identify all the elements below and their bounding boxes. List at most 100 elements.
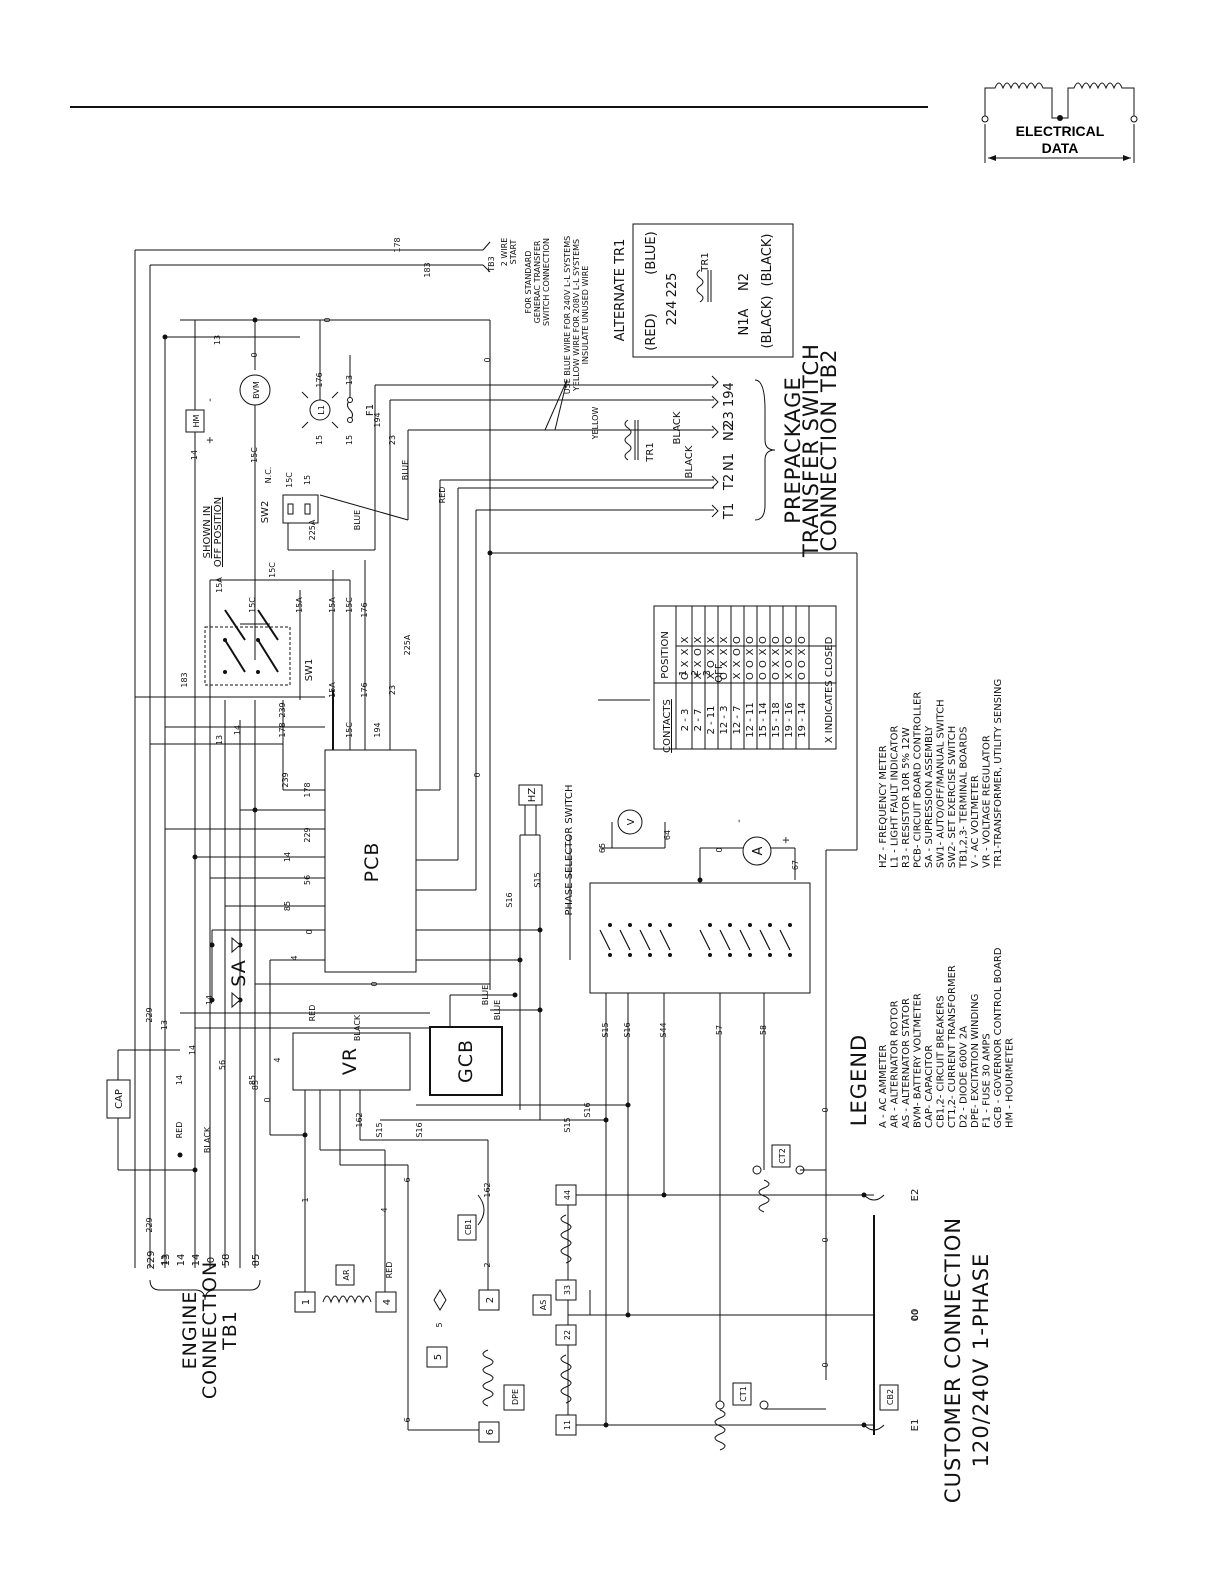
as-coil-icon-1 xyxy=(560,1214,572,1264)
wire-number-label: S15 xyxy=(563,1117,572,1132)
engine-line1: ENGINE xyxy=(179,1291,201,1370)
capacitor: CAP xyxy=(106,1049,195,1171)
legend-item: SA - SUPRESSION ASSEMBLY xyxy=(924,725,935,868)
wire-number-label: 23 xyxy=(388,685,397,695)
wire-number-label: 0 xyxy=(250,352,259,357)
wire-number-label: 162 xyxy=(355,1112,364,1127)
badge-title-line2: DATA xyxy=(1042,140,1079,156)
wire-number-label: 4 xyxy=(380,1207,389,1212)
svg-text:+: + xyxy=(781,836,792,844)
wire-number-label: 14 xyxy=(283,852,292,862)
wire-number-label: S44 xyxy=(659,1022,668,1037)
customer-line2: 120/240V 1-PHASE xyxy=(969,1253,993,1468)
svg-text:4: 4 xyxy=(382,1299,393,1305)
wire-number-label: 85 xyxy=(248,1075,257,1085)
svg-text:BLACK: BLACK xyxy=(672,411,683,444)
wire-number-label: S16 xyxy=(505,892,514,907)
wire-number-label: 56 xyxy=(218,1060,227,1070)
badge-title-line1: ELECTRICAL xyxy=(1016,123,1105,139)
table-cell: X xyxy=(693,672,704,679)
table-cell: X xyxy=(758,648,769,655)
wire-number-label: 15A xyxy=(328,682,337,698)
hourmeter: HM + - xyxy=(185,398,216,444)
wire-number-label: 0 xyxy=(821,1237,830,1242)
tb1-terminal-label: 58 xyxy=(221,1254,232,1267)
tb1-terminal-label: 13 xyxy=(161,1254,172,1267)
svg-text:1: 1 xyxy=(301,1299,312,1305)
wire-number-label: 183 xyxy=(423,262,432,277)
fault-indicator-lamp: L1 xyxy=(301,391,339,429)
svg-text:BLACK: BLACK xyxy=(684,445,695,478)
wire-number-label: 85 xyxy=(283,901,292,911)
table-row-contacts: 2 - 11 xyxy=(706,705,717,734)
table-cell: O xyxy=(680,672,691,680)
legend-item: GCB - GOVERNOR CONTROL BOARD xyxy=(993,947,1004,1128)
a-label: A xyxy=(751,846,766,855)
table-cell: X xyxy=(693,660,704,667)
svg-text:-: - xyxy=(205,398,216,402)
cb2-breaker: CB2 xyxy=(863,1194,899,1435)
table-row-contacts: 12 - 11 xyxy=(745,702,756,737)
wire-number-label: 0 xyxy=(473,772,482,777)
wire-number-label: 15A xyxy=(295,597,304,613)
table-position-header: 2 xyxy=(690,670,701,676)
svg-text:22: 22 xyxy=(563,1330,572,1340)
wire-number-label: 183 xyxy=(180,672,189,687)
svg-text:YELLOW: YELLOW xyxy=(591,407,600,441)
table-position-header: OFF xyxy=(714,663,725,683)
alt-tr1-coil-icon xyxy=(696,269,704,303)
tb2-brace xyxy=(754,379,776,521)
tb2-terminals xyxy=(711,375,776,521)
wire-number-label: BLUE xyxy=(401,460,410,480)
table-footnote: X INDICATES CLOSED xyxy=(824,636,835,743)
table-cell: X xyxy=(771,660,782,667)
table-cell: O xyxy=(758,660,769,668)
l1-label: L1 xyxy=(317,405,326,415)
table-cell: X xyxy=(706,648,717,655)
svg-text:5: 5 xyxy=(433,1354,444,1360)
hm-label: HM xyxy=(192,414,201,427)
f1-label: F1 xyxy=(365,404,376,416)
wire-number-label: 15C xyxy=(345,722,354,738)
table-row-contacts: 15 - 14 xyxy=(758,702,769,737)
dpe-coil-icon xyxy=(482,1349,494,1407)
sw1-switch: SW1 xyxy=(204,609,315,686)
electrical-data-badge: ELECTRICAL DATA xyxy=(981,82,1138,163)
wire-number-label: S16 xyxy=(623,1022,632,1037)
wire-number-label: 0 xyxy=(715,847,724,852)
vr-label: VR xyxy=(339,1047,361,1075)
tb2-terminal-label: N2 xyxy=(722,423,737,441)
legend-item: BVM- BATTERY VOLTMETER xyxy=(913,993,924,1128)
badge-terminal-left xyxy=(981,115,989,123)
wire-number-label: RED xyxy=(175,1122,184,1139)
svg-text:TR1: TR1 xyxy=(700,252,711,272)
frequency-meter: HZ xyxy=(518,784,543,835)
table-row-contacts: 15 - 18 xyxy=(771,702,782,737)
wire-number-label: 65 xyxy=(598,843,607,853)
sa-diode-icon-2 xyxy=(231,991,241,1009)
pcb-label: PCB xyxy=(361,842,383,883)
svg-text:225: 225 xyxy=(665,273,680,298)
wire-number-label: 64 xyxy=(663,830,672,840)
tb1-terminal-label: 14 xyxy=(176,1254,187,1267)
wire-number-label: 176 xyxy=(315,372,324,387)
table-row-contacts: 19 - 16 xyxy=(784,702,795,737)
ct1-current-transformer: CT1 xyxy=(714,1382,826,1451)
phase-selector-label: PHASE SELECTOR SWITCH xyxy=(564,784,575,915)
wire-number-label: 56 xyxy=(303,875,312,885)
gcb-label: GCB xyxy=(455,1039,477,1083)
wire-number-label: 13 xyxy=(160,1255,169,1265)
svg-text:2 WIRE: 2 WIRE xyxy=(500,238,509,267)
wire-number-label: 0 xyxy=(323,317,332,322)
table-cell: O xyxy=(784,660,795,668)
tr1-label: TR1 xyxy=(645,442,656,462)
ar-coil-icon xyxy=(322,1295,372,1304)
table-cell: O xyxy=(745,636,756,644)
legend-item: L1 - LIGHT FAULT INDICATOR xyxy=(890,725,901,868)
svg-text:(BLACK): (BLACK) xyxy=(760,296,775,349)
wire-number-label: 0 xyxy=(483,357,492,362)
legend-item: F1 - FUSE 30 AMPS xyxy=(982,1033,993,1128)
